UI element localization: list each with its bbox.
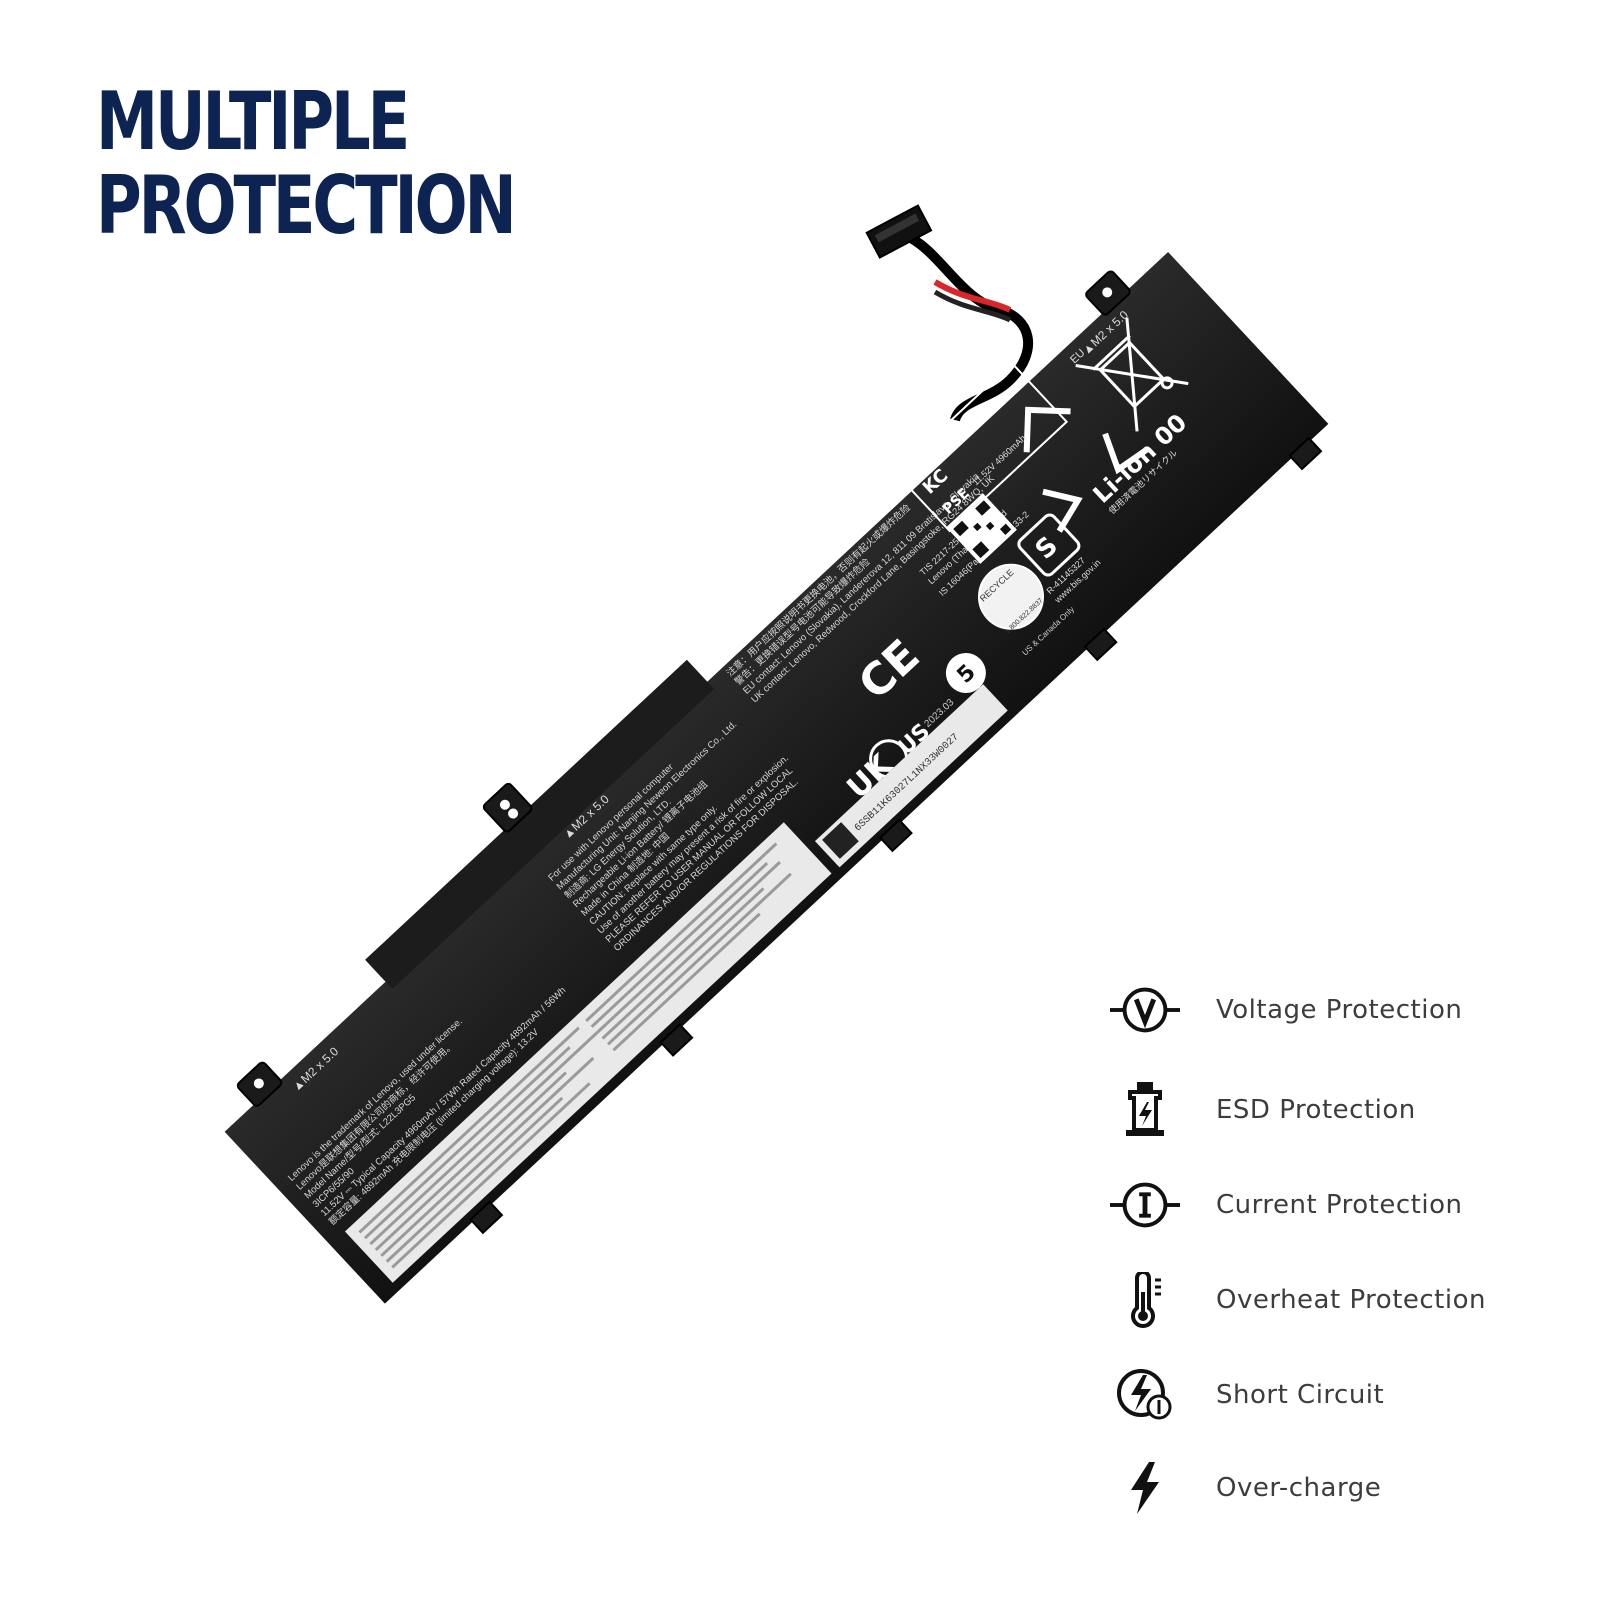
current-icon — [1110, 1175, 1180, 1235]
thermometer-icon — [1110, 1270, 1180, 1330]
feature-current: Current Protection — [1110, 1175, 1463, 1235]
battery-cable — [865, 204, 1033, 422]
feature-esd: ESD Protection — [1126, 1080, 1416, 1140]
bis-icon — [1017, 513, 1081, 577]
lightning-icon — [1110, 1458, 1180, 1518]
esd-icon — [1110, 1080, 1180, 1140]
rbrc-seal-icon — [977, 563, 1044, 630]
feature-voltage: Voltage Protection — [1110, 980, 1463, 1040]
qr-code-icon — [946, 493, 1017, 564]
headline: MULTIPLE PROTECTION — [96, 75, 517, 252]
feature-label: Current Protection — [1216, 1190, 1463, 1220]
feature-overheat: Overheat Protection — [1131, 1270, 1486, 1330]
feature-short-circuit: Short Circuit — [1117, 1365, 1385, 1425]
battery-body: ▲M2 x 5.0 ▲M2 x 5.0 ▲M2 x 5.0 — [224, 251, 1329, 1304]
feature-label: Over-charge — [1216, 1473, 1382, 1503]
headline-line-1: MULTIPLE — [96, 75, 410, 168]
voltage-icon — [1110, 980, 1180, 1040]
weee-bin-icon — [1075, 317, 1189, 432]
feature-label: Voltage Protection — [1216, 995, 1463, 1025]
short-circuit-icon — [1110, 1365, 1180, 1425]
rohs-icon — [945, 652, 986, 693]
kc-pse-box — [893, 361, 1069, 533]
headline-line-2: PROTECTION — [96, 159, 517, 252]
feature-label: ESD Protection — [1216, 1095, 1416, 1125]
datamatrix-icon — [822, 822, 859, 859]
feature-overcharge: Over-charge — [1131, 1458, 1382, 1518]
feature-label: Short Circuit — [1216, 1380, 1385, 1410]
feature-label: Overheat Protection — [1216, 1285, 1486, 1315]
barcode-label — [814, 684, 1008, 868]
